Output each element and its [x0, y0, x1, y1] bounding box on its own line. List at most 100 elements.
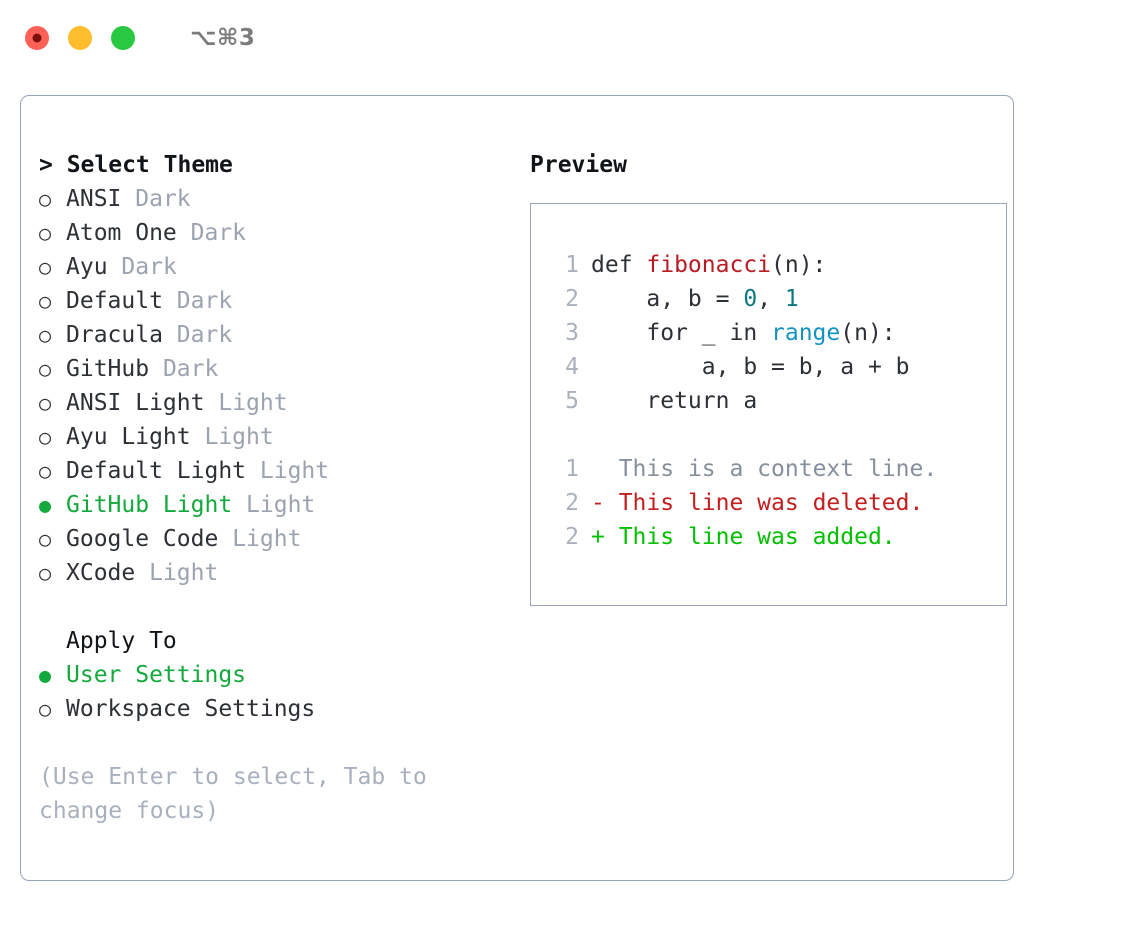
- code-line-number: 4: [565, 354, 579, 380]
- code-line-number: 3: [565, 320, 579, 346]
- theme-variant-tag: Light: [218, 390, 288, 416]
- code-token: (n):: [840, 320, 896, 346]
- code-line-content: for _ in range(n):: [591, 316, 896, 350]
- diff-line: 1 This is a context line.: [551, 452, 1006, 486]
- theme-option-label: Default Light: [66, 458, 247, 484]
- code-line-number: 1: [565, 252, 579, 278]
- code-line: 1 def fibonacci(n):: [551, 248, 1006, 282]
- diff-line: 2- This line was deleted.: [551, 486, 1006, 520]
- code-line-content: def fibonacci(n):: [591, 248, 826, 282]
- theme-option-label: Dracula: [66, 322, 163, 348]
- theme-option-default-light[interactable]: ○ Default Light Light: [39, 454, 509, 488]
- preview-heading: Preview: [530, 152, 627, 178]
- minimize-button[interactable]: [68, 26, 92, 50]
- theme-option-label: Ayu: [66, 254, 108, 280]
- radio-unselected-icon: ○: [39, 255, 52, 279]
- apply-to-list[interactable]: ●User Settings ○ Workspace Settings: [39, 658, 509, 726]
- code-token: a, b =: [646, 286, 744, 312]
- theme-variant-tag: Light: [259, 458, 330, 484]
- window-controls: [25, 26, 135, 50]
- code-line: 4 a, b = b, a + b: [551, 350, 1006, 384]
- apply-to-option-workspace-settings[interactable]: ○ Workspace Settings: [39, 692, 509, 726]
- theme-option-xcode[interactable]: ○XCode Light: [39, 556, 509, 590]
- theme-dialog: > Select Theme ○ANSI Dark○Atom One Dark○…: [20, 95, 1014, 881]
- close-button[interactable]: [25, 26, 49, 50]
- diff-line-text: This line was deleted.: [618, 490, 924, 516]
- theme-option-label: Atom One: [66, 220, 177, 246]
- radio-unselected-icon: ○: [39, 357, 52, 381]
- radio-selected-icon: ●: [39, 493, 52, 517]
- code-token: ,: [757, 286, 785, 312]
- diff-sample: 1 This is a context line.2- This line wa…: [551, 452, 1006, 554]
- code-token: 0: [743, 286, 758, 312]
- theme-selection-panel: > Select Theme ○ANSI Dark○Atom One Dark○…: [39, 148, 509, 880]
- diff-marker: +: [591, 524, 619, 550]
- radio-unselected-icon: ○: [39, 527, 52, 551]
- theme-variant-tag: Dark: [162, 356, 219, 382]
- theme-variant-tag: Dark: [176, 288, 233, 314]
- apply-to-option-user-settings[interactable]: ●User Settings: [39, 658, 509, 692]
- theme-variant-tag: Light: [246, 492, 316, 518]
- theme-variant-tag: Dark: [190, 220, 247, 246]
- theme-option-dracula[interactable]: ○ Dracula Dark: [39, 318, 509, 352]
- theme-option-default[interactable]: ○ Default Dark: [39, 284, 509, 318]
- code-token: 1: [784, 286, 799, 312]
- code-token: a, b = b, a + b: [701, 354, 910, 380]
- theme-option-google-code[interactable]: ○Google Code Light: [39, 522, 509, 556]
- diff-line: 2+ This line was added.: [551, 520, 1006, 554]
- apply-to-heading: Apply To: [66, 628, 177, 654]
- code-line-content: a, b = 0, 1: [591, 282, 799, 316]
- code-token: range: [771, 320, 841, 346]
- radio-unselected-icon: ○: [39, 697, 52, 721]
- theme-option-ansi-light[interactable]: ○ ANSI Light Light: [39, 386, 509, 420]
- diff-marker: [591, 452, 619, 486]
- theme-option-atom-one[interactable]: ○ Atom One Dark: [39, 216, 509, 250]
- radio-selected-icon: ●: [39, 663, 52, 687]
- radio-unselected-icon: ○: [39, 187, 52, 211]
- code-line: 3 for _ in range(n):: [551, 316, 1006, 350]
- title-bar: ⌥⌘3: [0, 0, 1140, 76]
- theme-option-label: Default: [66, 288, 163, 314]
- theme-variant-tag: Light: [204, 424, 274, 450]
- radio-unselected-icon: ○: [39, 391, 52, 415]
- theme-option-label: GitHub: [66, 356, 150, 382]
- radio-unselected-icon: ○: [39, 221, 52, 245]
- code-token: fibonacci: [646, 252, 772, 278]
- code-line-number: 2: [565, 286, 579, 312]
- apply-to-option-label: Workspace Settings: [66, 696, 316, 722]
- preview-spacer: [551, 418, 1006, 452]
- zoom-button[interactable]: [111, 26, 135, 50]
- theme-variant-tag: Dark: [121, 254, 177, 280]
- code-line: 2 a, b = 0, 1: [551, 282, 1006, 316]
- theme-variant-tag: Dark: [176, 322, 233, 348]
- code-line-content: a, b = b, a + b: [591, 350, 910, 384]
- radio-unselected-icon: ○: [39, 289, 52, 313]
- code-line: 5 return a: [551, 384, 1006, 418]
- theme-option-ansi[interactable]: ○ANSI Dark: [39, 182, 509, 216]
- theme-option-github-light[interactable]: ● GitHub Light Light: [39, 488, 509, 522]
- theme-option-github[interactable]: ○ GitHub Dark: [39, 352, 509, 386]
- theme-option-label: GitHub Light: [66, 492, 233, 518]
- theme-variant-tag: Light: [149, 560, 219, 586]
- theme-option-label: Ayu Light: [66, 424, 191, 450]
- theme-option-ayu[interactable]: ○ Ayu Dark: [39, 250, 509, 284]
- theme-option-label: ANSI Light: [66, 390, 205, 416]
- theme-option-ayu-light[interactable]: ○ Ayu Light Light: [39, 420, 509, 454]
- radio-unselected-icon: ○: [39, 323, 52, 347]
- diff-line-text: This is a context line.: [618, 456, 938, 482]
- code-token: (n):: [771, 252, 827, 278]
- select-theme-heading: > Select Theme: [39, 152, 233, 178]
- code-line-content: return a: [591, 384, 757, 418]
- theme-list[interactable]: ○ANSI Dark○Atom One Dark○Ayu Dark○Defaul…: [39, 182, 509, 590]
- radio-unselected-icon: ○: [39, 459, 52, 483]
- theme-option-label: Google Code: [66, 526, 219, 552]
- diff-marker: -: [591, 490, 619, 516]
- diff-line-number: 1: [565, 456, 579, 482]
- radio-unselected-icon: ○: [39, 561, 52, 585]
- radio-unselected-icon: ○: [39, 425, 52, 449]
- theme-variant-tag: Dark: [135, 186, 191, 212]
